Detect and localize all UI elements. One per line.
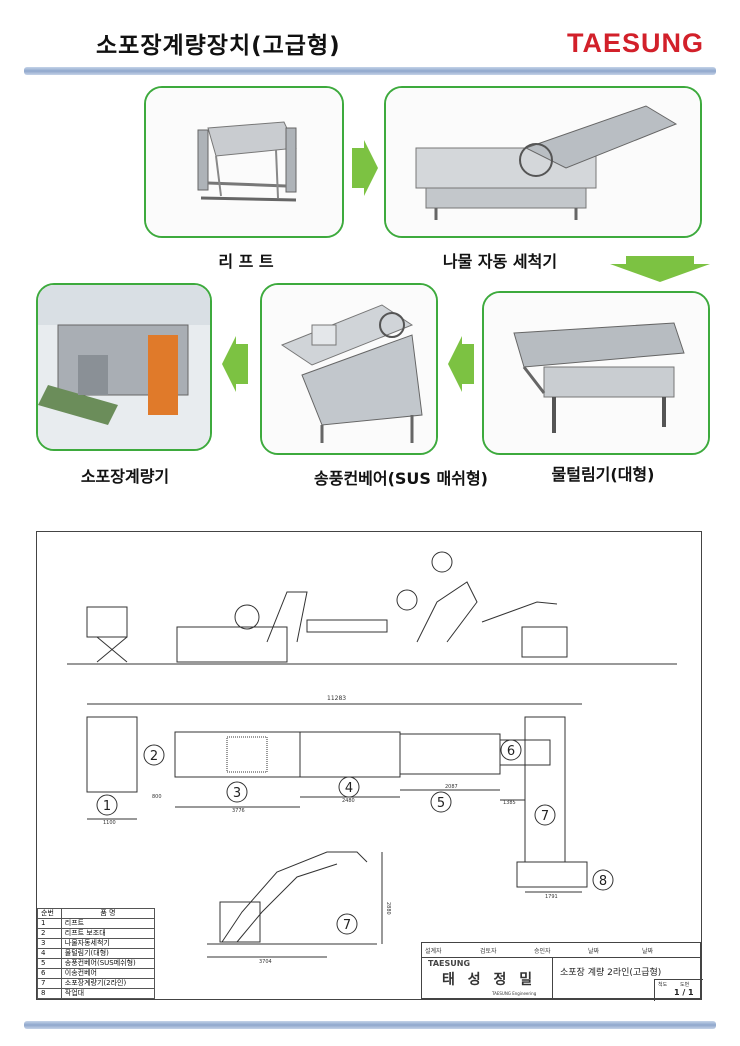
arrow-down-icon	[610, 256, 710, 282]
drawing-title: 소포장 계량 2라인(고급형)	[560, 968, 662, 978]
step-label-washer: 나물 자동 세척기	[442, 252, 558, 271]
marker-2: 2	[143, 744, 165, 766]
svg-text:7: 7	[541, 809, 549, 824]
washer-image	[386, 88, 700, 236]
lift-image	[146, 88, 342, 236]
dim-d4: 2480	[342, 798, 355, 804]
step-label-lift: 리 프 트	[218, 252, 274, 271]
step-label-weigher: 소포장계량기	[80, 467, 170, 486]
svg-text:4: 4	[345, 781, 353, 796]
brand-logo: TAESUNG	[566, 28, 704, 58]
step-card-weigher	[36, 283, 212, 451]
dewater-image	[484, 293, 708, 453]
marker-1: 1	[96, 794, 118, 816]
layout-drawing: 11283 1100 800 3776 2480 2087 1385 1791 …	[36, 531, 703, 1001]
dim-d3: 3776	[232, 808, 245, 814]
legend-header: 순번 품 명	[37, 908, 156, 919]
dim-d2: 800	[152, 794, 162, 800]
marker-3: 3	[226, 781, 248, 803]
marker-5: 5	[430, 791, 452, 813]
step-card-washer	[384, 86, 702, 238]
svg-text:5: 5	[437, 796, 445, 811]
step-card-conveyor	[260, 283, 438, 455]
arrow-left-icon	[448, 336, 474, 392]
title-block: 설계자 검토자 승인자 날짜 날짜 TAESUNG 태 성 정 밀 TAESUN…	[421, 942, 703, 1001]
header-rule	[24, 67, 716, 75]
step-card-dewater	[482, 291, 710, 455]
company-sub: TAESUNG Engineering	[492, 991, 537, 996]
dim-d6: 1385	[503, 800, 516, 806]
step-label-dewater: 물털림기(대형)	[551, 465, 655, 484]
company-name: 태 성 정 밀	[442, 972, 537, 988]
marker-6: 6	[500, 739, 522, 761]
dim-d1: 1100	[103, 820, 116, 826]
dim-d8: 3704	[259, 959, 272, 965]
arrow-right-icon	[352, 140, 378, 196]
dim-d7: 1791	[545, 894, 558, 900]
weigher-image	[38, 285, 210, 449]
step-card-lift	[144, 86, 344, 238]
dim-d5: 2087	[445, 784, 458, 790]
svg-text:2: 2	[150, 749, 158, 764]
svg-text:1: 1	[103, 799, 111, 814]
arrow-left-icon	[222, 336, 248, 392]
page-title: 소포장계량장치(고급형)	[96, 33, 341, 59]
marker-8: 8	[592, 869, 614, 891]
svg-text:3: 3	[233, 786, 241, 801]
sheet-number: 1 / 1	[674, 988, 694, 997]
step-label-conveyor: 송풍컨베어(SUS 매쉬형)	[314, 469, 488, 488]
company-logo: TAESUNG	[428, 959, 471, 968]
svg-text:6: 6	[507, 744, 515, 759]
marker-7: 7	[534, 804, 556, 826]
conveyor-image	[262, 285, 436, 453]
footer-rule	[24, 1021, 716, 1029]
marker-7-lower: 7	[336, 913, 358, 935]
svg-text:8: 8	[599, 874, 607, 889]
dim-total: 11283	[327, 695, 346, 702]
marker-4: 4	[338, 776, 360, 798]
svg-text:7: 7	[343, 918, 351, 933]
dim-d9: 2880	[385, 902, 391, 915]
layout-drawing-svg: 11283 1100 800 3776 2480 2087 1385 1791 …	[67, 551, 677, 965]
